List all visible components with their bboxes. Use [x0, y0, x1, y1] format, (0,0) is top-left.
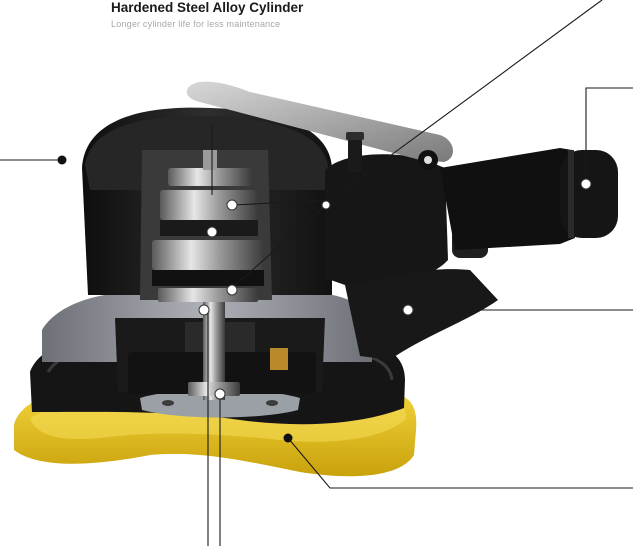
marker-vacuum [580, 178, 592, 190]
marker-trigger [402, 304, 414, 316]
cylinder-upper-ring [160, 190, 258, 220]
marker-eccentric [214, 388, 226, 400]
lock-pin-cap [346, 132, 364, 140]
exhaust-nozzle [560, 150, 618, 238]
marker-valve [321, 200, 331, 210]
leader-valve [233, 199, 331, 206]
cylinder-base-ring [158, 288, 258, 302]
marker-cylinder-upper [226, 199, 238, 211]
vacuum-duct [345, 269, 498, 360]
exhaust-port [440, 148, 575, 250]
base-bolt-left [162, 400, 174, 406]
marker-spindle [198, 304, 210, 316]
brass-bushing [270, 348, 288, 370]
valve-body [325, 154, 448, 288]
cylinder-spindle-top [203, 150, 217, 170]
marker-dust-shroud [57, 155, 67, 165]
lower-bearing [188, 382, 240, 396]
marker-bearing [226, 284, 238, 296]
feature-title: Hardened Steel Alloy Cylinder [111, 0, 304, 15]
exhaust-nozzle-rib [568, 150, 574, 238]
leader-vacuum [585, 87, 633, 184]
marker-pad [283, 433, 293, 443]
cylinder-top-cap [168, 168, 252, 186]
cylinder-mid-ring [152, 240, 264, 270]
throttle-lever [186, 81, 454, 162]
callout-markers [57, 155, 592, 443]
lever-pivot-pin [424, 156, 432, 164]
marker-cylinder-lower [206, 226, 218, 238]
cylinder-lower-band [152, 270, 264, 286]
feature-subtitle: Longer cylinder life for less maintenanc… [111, 19, 281, 29]
base-bolt-right [266, 400, 278, 406]
lock-pin [348, 138, 362, 172]
leader-pad [287, 437, 633, 489]
